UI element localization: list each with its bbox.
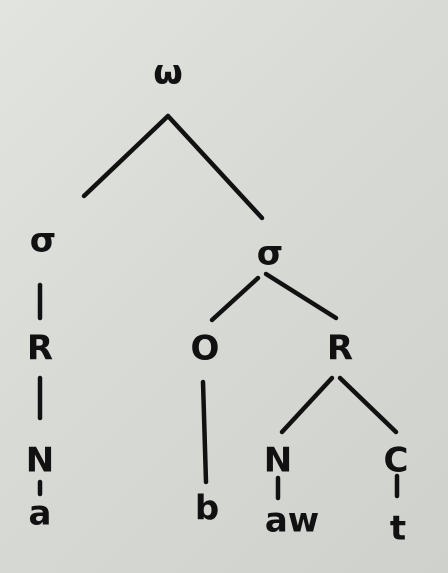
node-onset-right: O <box>191 329 220 369</box>
branch-root-to-sigma-right <box>165 113 265 221</box>
branch-root-to-sigma-left <box>81 113 171 199</box>
node-seg-a: a <box>29 494 52 534</box>
node-root: ω <box>153 53 183 93</box>
node-rime-right: R <box>327 329 353 369</box>
node-coda-right: C <box>384 441 409 481</box>
branch-onset-right-to-seg-b <box>200 379 209 485</box>
node-nucleus-right: N <box>264 441 292 481</box>
node-rime-left: R <box>27 329 53 369</box>
branch-sigma-right-to-onset-right <box>209 275 261 323</box>
node-seg-b: b <box>195 489 219 529</box>
branch-rime-right-to-nucleus-right <box>279 375 335 435</box>
node-sigma-right: σ <box>257 234 283 274</box>
node-seg-t: t <box>390 509 406 549</box>
node-seg-aw: aw <box>265 501 319 541</box>
tree-nodes: ω σ σR O R N N Ca b aw t <box>26 53 409 549</box>
node-sigma-left: σ <box>30 221 56 261</box>
branch-sigma-right-to-rime-right <box>263 271 339 321</box>
branch-rime-right-to-coda-right <box>337 375 399 435</box>
tree-branches <box>37 113 400 501</box>
node-nucleus-left: N <box>26 441 54 481</box>
